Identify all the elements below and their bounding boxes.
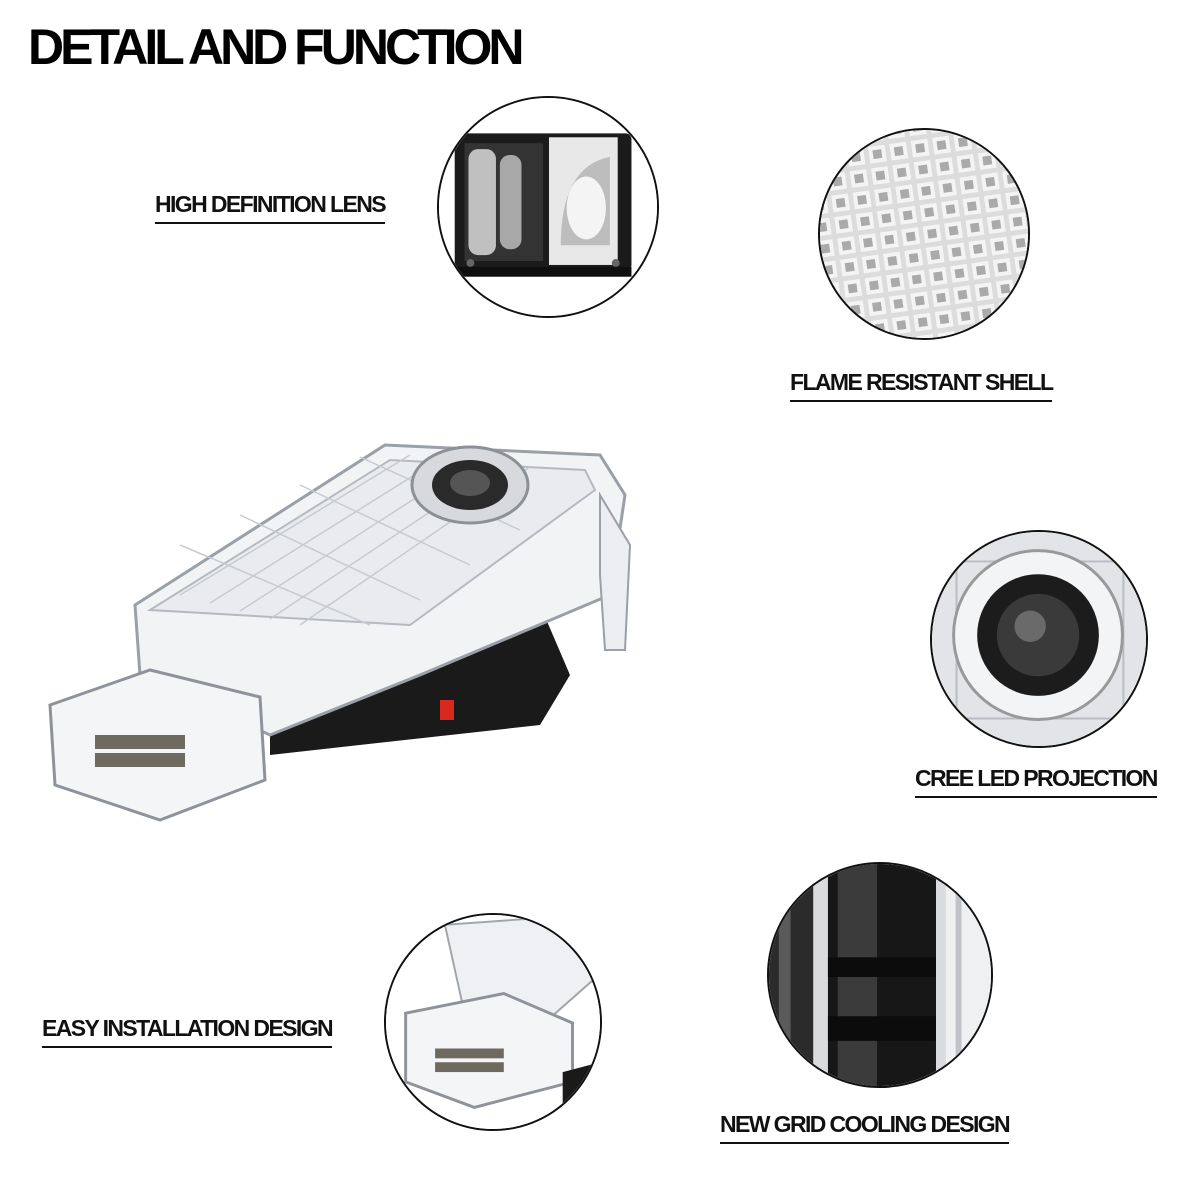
feature-label-cooling: NEW GRID COOLING DESIGN xyxy=(720,1112,1011,1144)
feature-label-led: CREE LED PROJECTION xyxy=(915,766,1158,798)
shell-detail-image xyxy=(818,128,1030,340)
led-detail-image xyxy=(930,530,1148,748)
cooling-illustration xyxy=(769,864,991,1086)
page-title: DETAIL AND FUNCTION xyxy=(28,19,524,75)
lens-illustration xyxy=(439,98,657,316)
lens-detail-image xyxy=(437,96,659,318)
door-projector-illustration xyxy=(48,443,632,822)
install-detail-image xyxy=(384,913,602,1131)
cooling-detail-image xyxy=(767,862,993,1088)
product-image xyxy=(40,435,640,845)
feature-label-lens: HIGH DEFINITION LENS xyxy=(155,192,387,224)
shell-grid-illustration xyxy=(820,130,1028,338)
feature-label-install: EASY INSTALLATION DESIGN xyxy=(42,1016,334,1048)
connector-illustration xyxy=(386,915,600,1129)
led-lens-illustration xyxy=(932,532,1146,746)
feature-label-shell: FLAME RESISTANT SHELL xyxy=(790,370,1054,402)
